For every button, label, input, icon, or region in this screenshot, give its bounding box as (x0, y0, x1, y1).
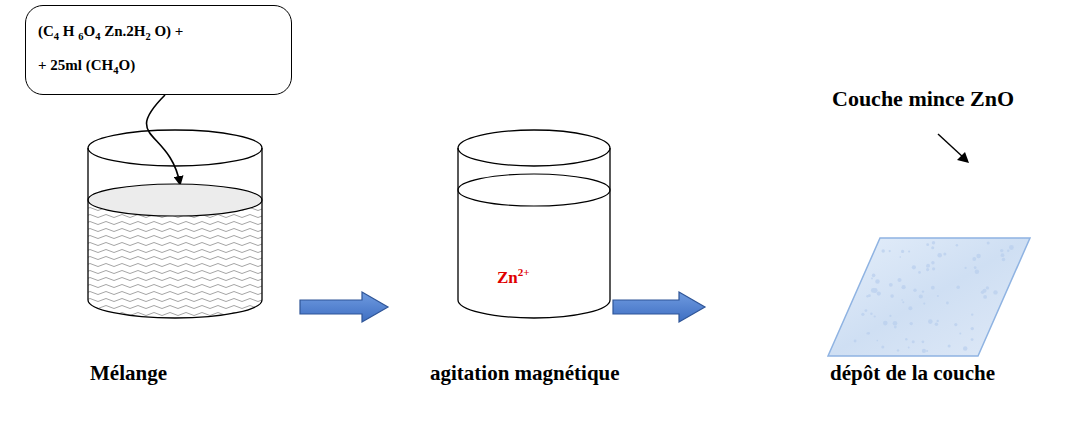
reagent-box: (C4 H 6O4 Zn.2H2 O) + + 25ml (CH4O) (25, 5, 292, 95)
beaker-wall (458, 148, 610, 318)
substrate-film: Couche mince ZnO dépôt de la couche (820, 80, 1060, 400)
liquid (458, 174, 610, 318)
process-arrow (300, 292, 388, 322)
ion-label: Zn2+ (497, 266, 530, 288)
liquid (88, 184, 262, 318)
flow-arrow (147, 95, 180, 184)
liquid-surface (88, 184, 262, 216)
stirring-beaker: Zn2+agitation magnétique (458, 128, 610, 320)
film-title: Couche mince ZnO (832, 86, 1014, 112)
beaker-drawing (86, 128, 264, 324)
step-label: dépôt de la couche (830, 361, 995, 386)
leader-arrowhead (957, 152, 969, 163)
liquid-surface (458, 174, 610, 206)
process-arrow (613, 292, 705, 322)
substrate-drawing (820, 80, 1060, 400)
reagent-formula: (C4 H 6O4 Zn.2H2 O) + (38, 20, 277, 48)
beaker-wall (88, 148, 262, 318)
leader-line (938, 134, 964, 158)
thin-film (828, 238, 1030, 356)
step-label: agitation magnétique (430, 361, 620, 386)
beaker-rim (458, 130, 610, 166)
step-label: Mélange (90, 361, 167, 386)
beaker-drawing (456, 128, 612, 324)
solvent-formula: + 25ml (CH4O) (38, 54, 277, 82)
mixture-beaker: Mélange (88, 128, 262, 320)
beaker-rim (88, 130, 262, 166)
